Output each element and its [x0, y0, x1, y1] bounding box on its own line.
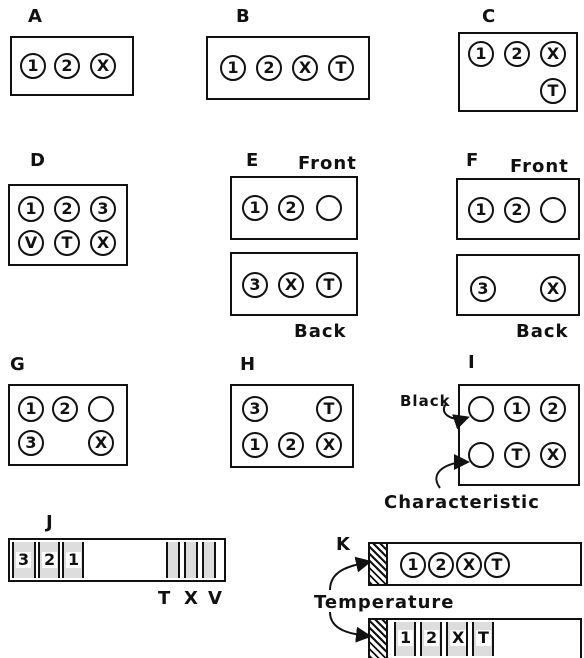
pin-2: 2 [540, 396, 566, 422]
socket-d: 1 2 3 V T X [8, 184, 128, 266]
temperature-patch [370, 620, 388, 658]
pin-3: 3 [470, 276, 496, 302]
label-b: B [236, 6, 250, 27]
pin-empty [316, 195, 342, 221]
socket-a: 1 2 X [10, 36, 134, 96]
band-label: 1 [398, 628, 414, 647]
temperature-patch [370, 544, 388, 584]
label-a: A [28, 6, 42, 27]
pin-3: 3 [242, 272, 268, 298]
pin-t: T [484, 552, 510, 578]
pin-x: X [540, 41, 566, 67]
pin-1: 1 [504, 396, 530, 422]
pin-1: 1 [18, 396, 44, 422]
socket-i: 1 2 T X [458, 384, 580, 486]
pin-x: X [540, 442, 566, 468]
pin-2: 2 [504, 197, 530, 223]
pin-t: T [328, 55, 354, 81]
pin-empty [88, 396, 114, 422]
socket-e-front: 1 2 [230, 176, 358, 240]
temperature-arrow-up [329, 556, 372, 591]
temperature-label: Temperature [314, 592, 455, 613]
socket-b: 1 2 X T [206, 36, 370, 100]
pin-1: 1 [242, 195, 268, 221]
pin-v: V [18, 230, 44, 256]
characteristic-label: Characteristic [384, 492, 540, 513]
label-f: F [466, 150, 479, 171]
label-c: C [482, 6, 496, 27]
pin-2: 2 [52, 396, 78, 422]
pin-2: 2 [428, 552, 454, 578]
black-arrow [443, 403, 470, 430]
band [202, 542, 216, 578]
pin-t: T [540, 78, 566, 104]
label-h: H [240, 354, 256, 375]
j-letter-x: X [184, 588, 198, 609]
pin-x: X [540, 276, 566, 302]
pin-x: X [88, 430, 114, 456]
band-label: 2 [42, 550, 58, 569]
pin-2: 2 [54, 53, 80, 79]
pin-1: 1 [20, 53, 46, 79]
socket-h: 3 T 1 2 X [230, 384, 354, 468]
pin-2: 2 [278, 432, 304, 458]
characteristic-arrow [435, 454, 470, 489]
front-label-e: Front [298, 153, 357, 174]
band-label: T [476, 628, 491, 647]
pin-1: 1 [468, 41, 494, 67]
pin-3: 3 [18, 430, 44, 456]
label-g: G [10, 354, 25, 375]
pin-1: 1 [400, 552, 426, 578]
label-j: J [46, 512, 53, 533]
pin-2: 2 [504, 41, 530, 67]
band-label: 1 [66, 550, 82, 569]
pin-2: 2 [54, 196, 80, 222]
pin-empty [540, 197, 566, 223]
pin-x: X [316, 432, 342, 458]
pin-2: 2 [256, 55, 282, 81]
pin-2: 2 [278, 195, 304, 221]
socket-f-front: 1 2 [456, 178, 580, 240]
j-letter-t: T [158, 588, 171, 609]
pin-x: X [456, 552, 482, 578]
band [184, 542, 198, 578]
label-i: I [468, 352, 475, 373]
resistor-strip-k-bottom: 1 2 X T [368, 618, 582, 658]
band-label: 3 [16, 550, 32, 569]
pin-t: T [54, 230, 80, 256]
pin-black [468, 396, 494, 422]
resistor-strip-k-top: 1 2 X T [368, 542, 582, 586]
socket-c: 1 2 X T [458, 32, 578, 112]
pin-3: 3 [242, 396, 268, 422]
back-label-e: Back [294, 321, 347, 342]
pin-t: T [316, 396, 342, 422]
label-d: D [30, 150, 45, 171]
temperature-arrow-down [329, 611, 372, 643]
j-letter-v: V [208, 588, 222, 609]
pin-x: X [278, 272, 304, 298]
front-label-f: Front [510, 156, 569, 177]
socket-g: 1 2 3 X [8, 384, 128, 466]
black-label: Black [400, 392, 451, 410]
pin-1: 1 [468, 197, 494, 223]
label-k: K [336, 534, 350, 555]
pin-x: X [292, 55, 318, 81]
band [166, 542, 180, 578]
pin-3: 3 [90, 196, 116, 222]
pin-t: T [504, 442, 530, 468]
pin-x: X [90, 53, 116, 79]
pin-x: X [90, 230, 116, 256]
socket-f-back: 3 X [456, 254, 580, 316]
resistor-strip-j: 3 2 1 [8, 538, 226, 582]
band-label: 2 [424, 628, 440, 647]
pin-1: 1 [242, 432, 268, 458]
band-label: X [450, 628, 467, 647]
pin-1: 1 [18, 196, 44, 222]
back-label-f: Back [516, 321, 569, 342]
pin-1: 1 [220, 55, 246, 81]
pin-t: T [316, 272, 342, 298]
socket-e-back: 3 X T [230, 252, 358, 316]
label-e: E [246, 150, 259, 171]
